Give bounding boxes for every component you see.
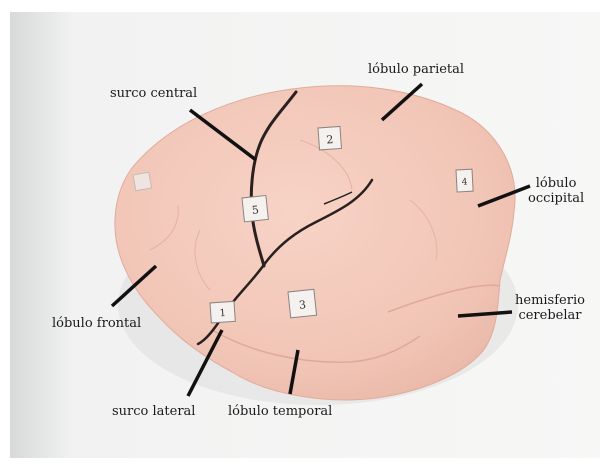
- tag-parietal-number: 2: [326, 133, 334, 146]
- label-lobulo-occipital: lóbulo occipital: [528, 176, 584, 206]
- tag-central: 5: [242, 195, 268, 221]
- label-surco-lateral: surco lateral: [112, 404, 195, 419]
- label-lobulo-occipital-line2: occipital: [528, 191, 584, 206]
- paper-edge-bottom: [0, 458, 609, 468]
- paper-edge-top: [0, 0, 609, 12]
- tag-occipital-number: 4: [462, 177, 469, 187]
- tag-lateral-number: 1: [219, 308, 226, 319]
- label-surco-central: surco central: [110, 86, 197, 101]
- label-lobulo-parietal: lóbulo parietal: [368, 62, 464, 77]
- label-hemisferio-line1: hemisferio: [515, 293, 585, 308]
- label-lobulo-occipital-line1: lóbulo: [528, 176, 584, 191]
- tag-lateral: 1: [210, 301, 235, 323]
- tag-central-number: 5: [251, 203, 259, 217]
- tag-occipital: 4: [456, 169, 473, 192]
- label-hemisferio-line2: cerebelar: [515, 308, 585, 323]
- label-lobulo-temporal: lóbulo temporal: [228, 404, 332, 419]
- tag-frontal: [133, 172, 152, 191]
- paper-edge-left: [0, 0, 10, 468]
- tag-parietal: 2: [318, 126, 341, 149]
- label-hemisferio-cerebelar: hemisferio cerebelar: [515, 293, 585, 323]
- tag-temporal-number: 3: [298, 298, 306, 312]
- tag-temporal: 3: [288, 289, 317, 318]
- paper-edge-right: [600, 0, 609, 468]
- label-lobulo-frontal: lóbulo frontal: [52, 316, 141, 331]
